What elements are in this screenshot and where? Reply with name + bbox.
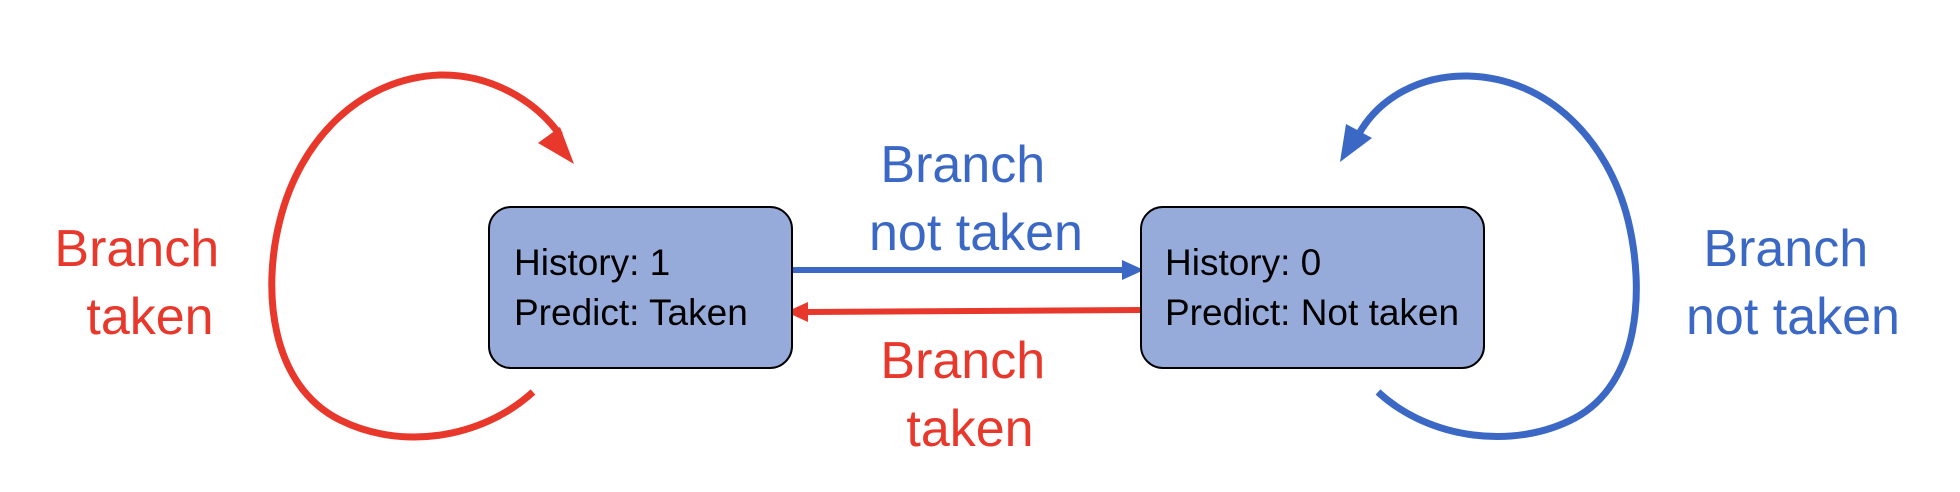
transition-not-taken-to-taken-line: [807, 307, 1142, 315]
self-loop-taken-label: Branch taken: [54, 220, 233, 346]
transition-not-taken-to-taken-label-line2: taken: [906, 400, 1033, 458]
state-taken-box: [488, 206, 793, 369]
self-loop-not-taken-label-line1: Branch: [1703, 220, 1868, 278]
state-not-taken-predict: Predict: Not taken: [1165, 292, 1459, 333]
transition-not-taken-to-taken-label: Branch taken: [880, 332, 1059, 458]
transition-not-taken-to-taken-arrowhead: [786, 302, 808, 322]
transition-taken-to-not-taken-label-line2: not taken: [869, 204, 1083, 262]
transition-not-taken-to-taken: Branch taken: [786, 302, 1142, 458]
transition-taken-to-not-taken: Branch not taken: [793, 136, 1144, 280]
transition-taken-to-not-taken-label: Branch not taken: [869, 136, 1083, 262]
state-not-taken-history: History: 0: [1165, 242, 1321, 283]
self-loop-taken: Branch taken: [54, 71, 574, 441]
self-loop-not-taken-arrowhead: [1340, 124, 1372, 162]
self-loop-taken-arrowhead: [538, 127, 574, 164]
state-not-taken: History: 0 Predict: Not taken: [1140, 206, 1485, 369]
self-loop-not-taken: Branch not taken: [1340, 72, 1900, 440]
state-not-taken-box: [1140, 206, 1485, 369]
state-taken-predict: Predict: Taken: [514, 292, 748, 333]
transition-not-taken-to-taken-label-line1: Branch: [880, 332, 1045, 390]
self-loop-taken-arc: [268, 71, 563, 441]
self-loop-not-taken-arc: [1356, 72, 1640, 440]
self-loop-taken-label-line1: Branch: [54, 220, 219, 278]
transition-taken-to-not-taken-label-line1: Branch: [880, 136, 1045, 194]
self-loop-not-taken-label-line2: not taken: [1686, 288, 1900, 346]
self-loop-taken-label-line2: taken: [86, 288, 213, 346]
transition-taken-to-not-taken-arrowhead: [1122, 260, 1144, 280]
state-taken-history: History: 1: [514, 242, 670, 283]
state-taken: History: 1 Predict: Taken: [488, 206, 793, 369]
self-loop-not-taken-label: Branch not taken: [1686, 220, 1900, 346]
